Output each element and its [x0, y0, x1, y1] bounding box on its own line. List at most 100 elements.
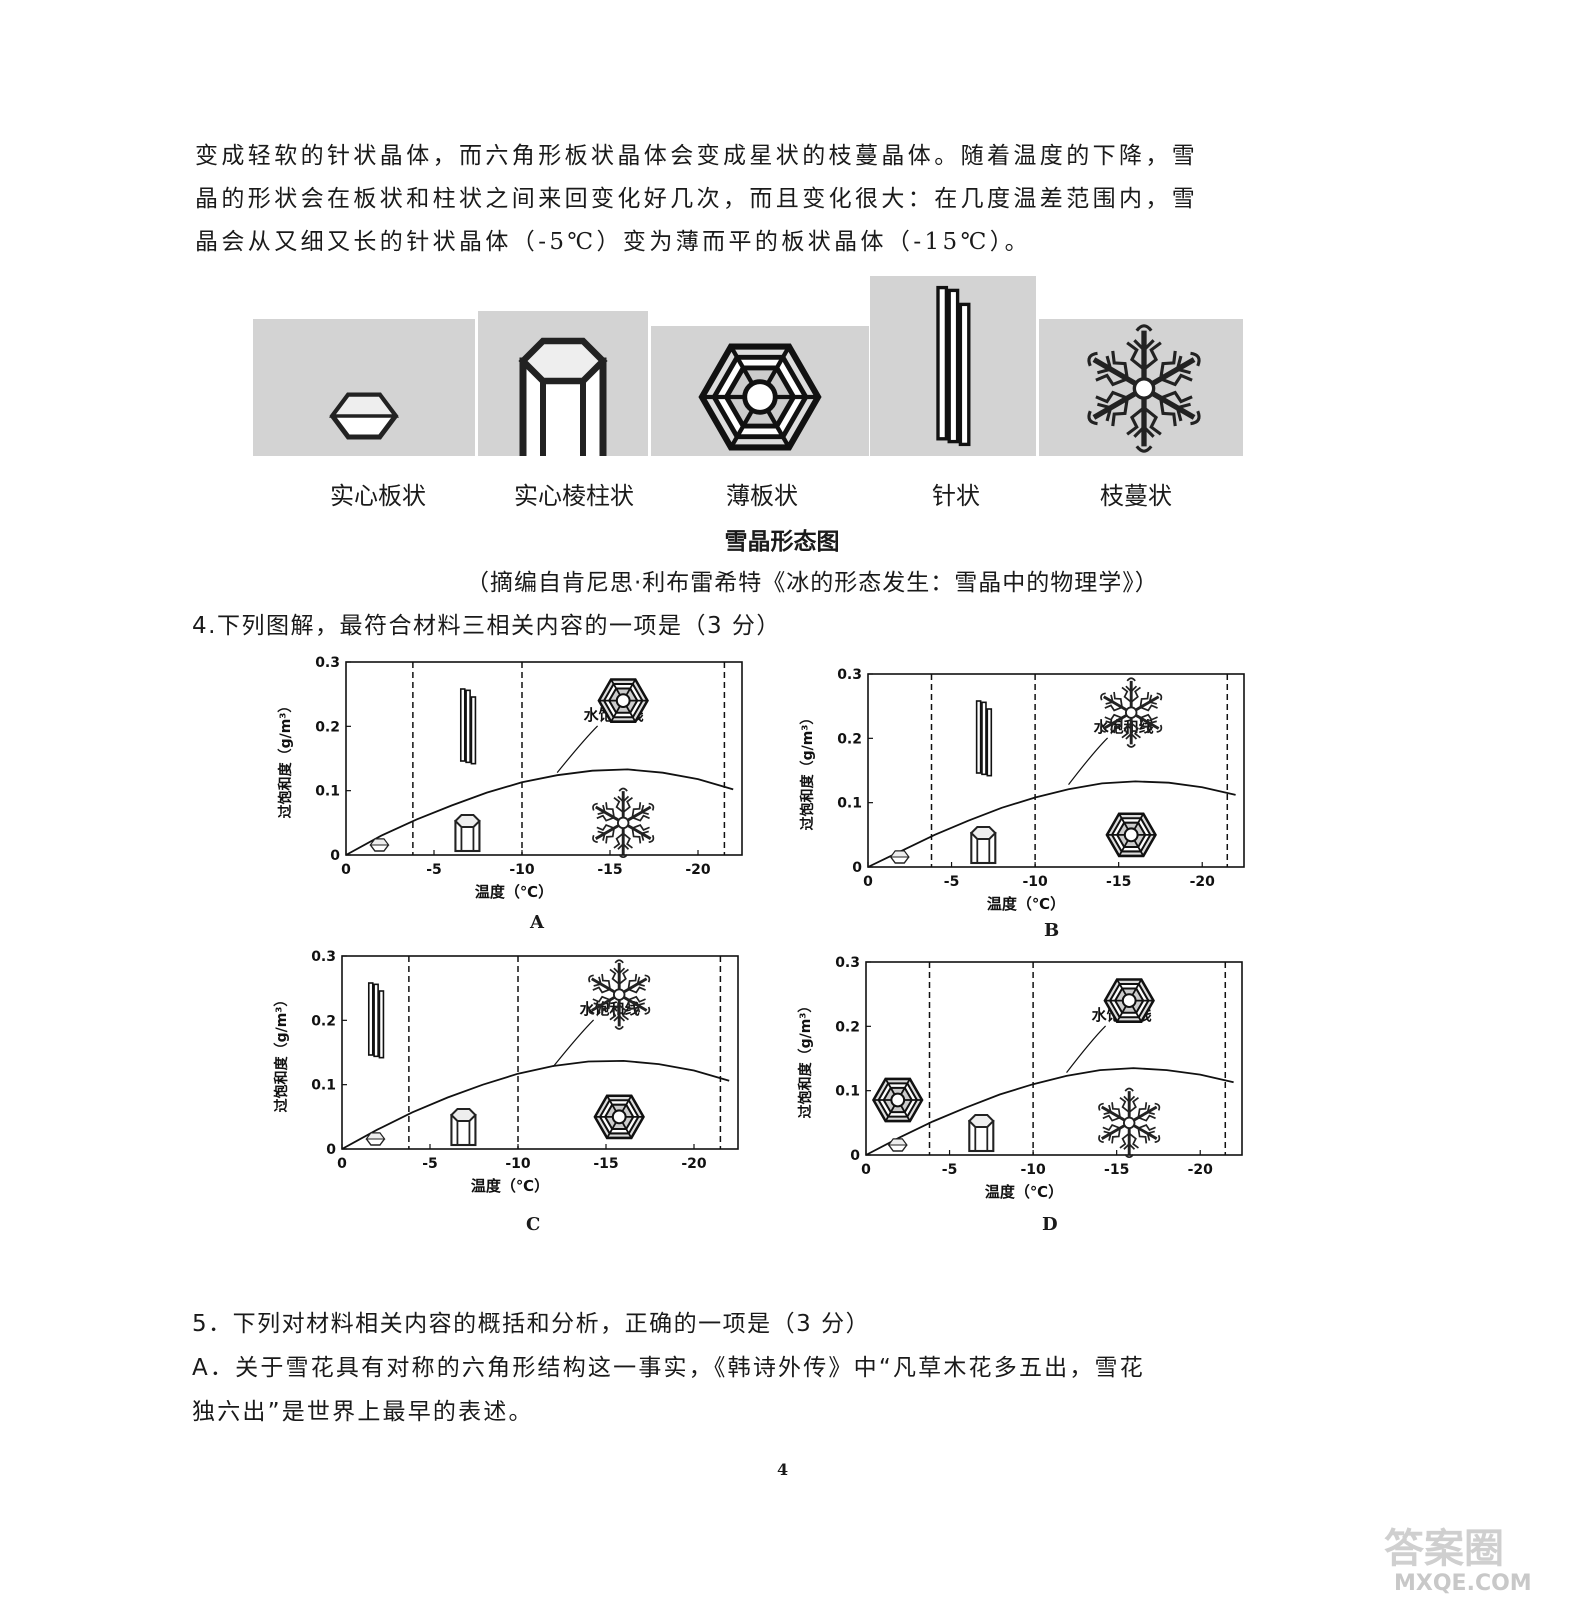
x-tick-label: -15: [593, 1156, 618, 1172]
figure-title: 雪晶形态图: [724, 529, 840, 555]
option-5a-line-1: A．关于雪花具有对称的六角形结构这一事实，《韩诗外传》中“凡草木花多五出，雪花: [192, 1355, 1145, 1381]
page-number: 4: [777, 1460, 789, 1479]
crystal-photo-solid-prism: [478, 311, 648, 456]
x-tick-label: -15: [597, 862, 622, 878]
x-axis-title: 温度（℃）: [475, 883, 553, 900]
option-label-A: A: [530, 912, 544, 933]
crystal-icon: [589, 788, 658, 857]
curve-label-pointer: [552, 1019, 595, 1068]
option-label-D: D: [1042, 1214, 1058, 1235]
crystal-icon: [887, 1138, 908, 1152]
curve-label-pointer: [1066, 1025, 1107, 1074]
option-label-C: C: [526, 1214, 541, 1235]
y-tick-label: 0.1: [315, 784, 340, 800]
crystal-photo-thin-plate: [651, 326, 869, 456]
x-tick-label: -15: [1106, 874, 1131, 890]
x-tick-label: -10: [509, 862, 535, 878]
crystal-icon: [454, 813, 481, 853]
y-tick-label: 0.3: [835, 955, 860, 971]
crystal-icon: [1097, 678, 1166, 747]
y-tick-label: 0.3: [315, 655, 340, 671]
water-saturation-line: [867, 780, 1236, 868]
y-axis-title: 过饱和度（g/m³）: [273, 993, 290, 1113]
y-tick-label: 0.1: [311, 1078, 336, 1094]
crystal-icon: [459, 687, 477, 765]
x-tick-label: 0: [861, 1162, 871, 1178]
x-tick-label: -5: [426, 862, 442, 878]
figure-source: （摘编自肯尼思·利布雷希特《冰的形态发生：雪晶中的物理学》）: [466, 570, 1159, 596]
crystal-icon: [970, 825, 997, 865]
x-tick-label: -10: [505, 1156, 531, 1172]
option-5a-line-2: 独六出”是世界上最早的表述。: [192, 1399, 534, 1425]
y-axis-title: 过饱和度（g/m³）: [277, 699, 294, 819]
crystal-icon: [1103, 978, 1155, 1023]
x-tick-label: 0: [337, 1156, 347, 1172]
x-tick-label: -5: [422, 1156, 438, 1172]
intro-line-1: 变成轻软的针状晶体，而六角形板状晶体会变成星状的枝蔓晶体。随着温度的下降，雪: [195, 143, 1199, 169]
crystal-icon: [889, 850, 910, 864]
y-tick-label: 0: [326, 1142, 336, 1158]
y-tick-label: 0: [330, 848, 340, 864]
y-tick-label: 0.2: [837, 731, 862, 747]
chart-A: 00.10.20.30-5-10-15-20水饱和线温度（℃）过饱和度（g/m³…: [266, 650, 756, 901]
x-tick-label: -10: [1020, 1162, 1046, 1178]
crystal-icon: [975, 699, 993, 777]
y-tick-label: 0.3: [837, 667, 862, 683]
water-saturation-line: [865, 1067, 1234, 1156]
y-axis-title: 过饱和度（g/m³）: [797, 999, 814, 1119]
y-tick-label: 0.3: [311, 949, 336, 965]
crystal-photo-dendrite: [1039, 319, 1243, 456]
chart-D: 00.10.20.30-5-10-15-20水饱和线温度（℃）过饱和度（g/m³…: [786, 950, 1256, 1201]
y-tick-label: 0: [852, 860, 862, 876]
y-tick-label: 0.2: [311, 1013, 336, 1029]
watermark-text: 答案圈: [1384, 1526, 1504, 1572]
crystal-icon: [872, 1077, 924, 1123]
plot-frame: [867, 673, 1245, 868]
crystal-photo-needle: [870, 276, 1036, 456]
x-tick-label: -10: [1022, 874, 1048, 890]
crystal-icon: [450, 1107, 477, 1147]
intro-line-2: 晶的形状会在板状和柱状之间来回变化好几次，而且变化很大：在几度温差范围内，雪: [195, 186, 1199, 212]
caption-thin-plate: 薄板状: [726, 482, 798, 510]
watermark-logo: 答案圈 MXQE.COM: [1364, 1514, 1574, 1596]
water-saturation-line: [345, 768, 734, 856]
x-tick-label: -20: [1188, 1162, 1214, 1178]
crystal-icon: [365, 1132, 386, 1146]
y-tick-label: 0: [850, 1148, 860, 1164]
curve-label-pointer: [556, 725, 599, 774]
y-tick-label: 0.1: [835, 1084, 860, 1100]
x-axis-title: 温度（℃）: [471, 1177, 549, 1194]
caption-solid-plate: 实心板状: [330, 482, 426, 510]
crystal-icon: [968, 1113, 995, 1153]
plot-frame: [345, 661, 743, 856]
question-4: 4.下列图解，最符合材料三相关内容的一项是（3 分）: [192, 613, 781, 639]
y-tick-label: 0.2: [315, 719, 340, 735]
crystal-icon: [369, 838, 390, 852]
x-tick-label: -20: [685, 862, 711, 878]
plot-frame: [865, 961, 1243, 1156]
x-tick-label: 0: [863, 874, 873, 890]
crystal-icon: [1095, 1088, 1164, 1157]
watermark-url: MXQE.COM: [1394, 1571, 1532, 1594]
caption-solid-prism: 实心棱柱状: [514, 482, 634, 510]
x-tick-label: -20: [1190, 874, 1216, 890]
water-saturation-line: [341, 1059, 730, 1150]
x-tick-label: -15: [1104, 1162, 1129, 1178]
crystal-icon: [367, 981, 385, 1059]
y-tick-label: 0.1: [837, 796, 862, 812]
y-tick-label: 0.2: [835, 1019, 860, 1035]
x-tick-label: -5: [944, 874, 960, 890]
crystal-icon: [1105, 812, 1157, 858]
caption-needle: 针状: [932, 482, 980, 510]
x-tick-label: 0: [341, 862, 351, 878]
x-tick-label: -20: [681, 1156, 707, 1172]
crystal-photo-solid-plate: [253, 319, 475, 456]
crystal-icon: [593, 1094, 645, 1140]
y-axis-title: 过饱和度（g/m³）: [799, 711, 816, 831]
curve-label-pointer: [1068, 737, 1109, 786]
intro-line-3: 晶会从又细又长的针状晶体（-5℃）变为薄而平的板状晶体（-15℃）。: [195, 229, 1032, 255]
plot-frame: [341, 955, 739, 1150]
question-5: 5．下列对材料相关内容的概括和分析，正确的一项是（3 分）: [192, 1311, 871, 1337]
